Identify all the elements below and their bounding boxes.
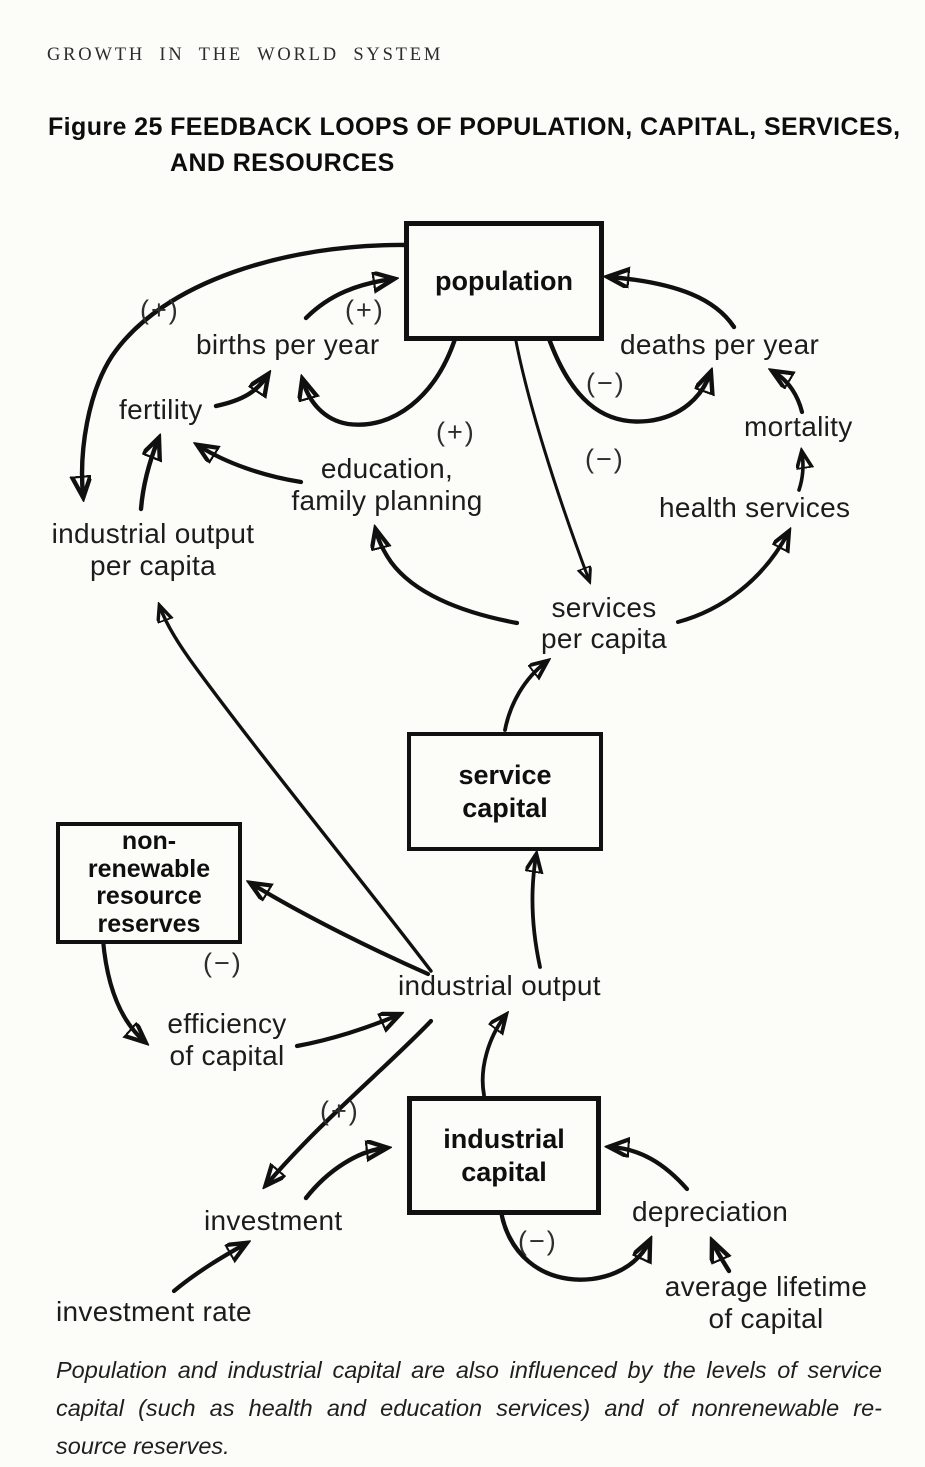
node-fertility: fertility [119,394,203,425]
population-box-label: population [435,265,573,296]
edge-fertility-to-births [213,376,267,409]
edge-health-to-mortality [799,453,803,492]
nonrenewable-resource-reserves-box: non- renewable resource reserves [56,822,242,944]
edge-industrialoutput-to-iopc [160,607,433,973]
edge-deaths-to-population [610,277,737,330]
sign-minus-capital-depreciation: (−) [518,1226,558,1256]
node-services-per-capita: services per capita [541,592,667,654]
node-industrial-output-per-capita: industrial output per capita [51,518,255,581]
node-average-lifetime-of-capital: average lifetime of capital [664,1271,868,1334]
node-health-services: health services [659,492,851,523]
edge-servicespc-to-health [676,533,788,624]
node-depreciation: depreciation [632,1196,789,1227]
edge-reserves-to-efficiency [100,937,144,1041]
node-births-per-year: births per year [196,329,380,360]
node-investment-rate: investment rate [56,1296,252,1327]
figure-title-line1: Figure 25 FEEDBACK LOOPS OF POPULATION, … [48,113,901,141]
edge-population-to-iopc-long [82,242,408,495]
edge-population-to-births-loop [303,333,459,427]
edge-population-to-servicespc [513,334,589,580]
figure-title-line2: AND RESOURCES [170,149,395,177]
sign-minus-resource-depletion: (−) [203,948,243,978]
figure-caption-line1: Population and industrial capital are al… [56,1357,882,1383]
edge-mortality-to-deaths [774,372,805,415]
edge-efficiency-to-industrialoutput [294,1015,398,1049]
edge-iopc-to-fertility [138,440,158,512]
edge-births-to-population [303,279,392,321]
sign-plus-population-births: (+) [436,417,476,447]
sign-minus-population-deaths: (−) [586,368,626,398]
node-education-family-planning: education, family planning [291,453,483,516]
node-efficiency-of-capital: efficiency of capital [167,1008,287,1071]
edge-servicecapital-to-servicespc [503,662,546,732]
figure-caption-line2: capital (such as health and education se… [56,1395,882,1421]
node-investment: investment [204,1205,343,1236]
edge-education-to-fertility [199,446,304,485]
sign-minus-population-servicespc: (−) [585,444,625,474]
sign-plus-births-population: (+) [345,295,385,325]
service-capital-box-label: service capital [458,759,552,823]
sign-plus-population-iopc: (+) [140,295,180,325]
edge-industrialoutput-to-reserves [252,884,431,977]
edge-industrialcapital-to-depreciation-loop [497,1200,649,1282]
industrial-capital-box: industrial capital [407,1096,601,1215]
population-box: population [404,221,604,341]
edge-investmentrate-to-investment [171,1244,245,1294]
node-deaths-per-year: deaths per year [620,329,820,360]
industrial-capital-box-label: industrial capital [443,1123,565,1187]
nonrenewable-resource-reserves-box-label: non- renewable resource reserves [87,827,211,938]
sign-plus-investment-capital: (+) [320,1096,360,1126]
edge-population-to-deaths-loop [545,333,710,424]
service-capital-box: service capital [407,732,603,851]
running-head: GROWTH IN THE WORLD SYSTEM [47,45,444,65]
edge-industrialoutput-to-servicecapital [533,856,540,969]
node-mortality: mortality [744,411,853,442]
edge-investment-to-industrialcapital [303,1148,385,1201]
edge-avglifetime-to-depreciation [713,1243,729,1274]
edge-industrialcapital-to-industrialoutput [480,1016,505,1097]
edge-servicespc-to-education [376,531,520,626]
node-industrial-output: industrial output [398,970,601,1001]
edge-industrialoutput-to-investment [267,1018,434,1184]
figure-caption-line3: source reserves. [56,1433,230,1459]
edge-depreciation-to-industrialcapital [611,1147,690,1192]
